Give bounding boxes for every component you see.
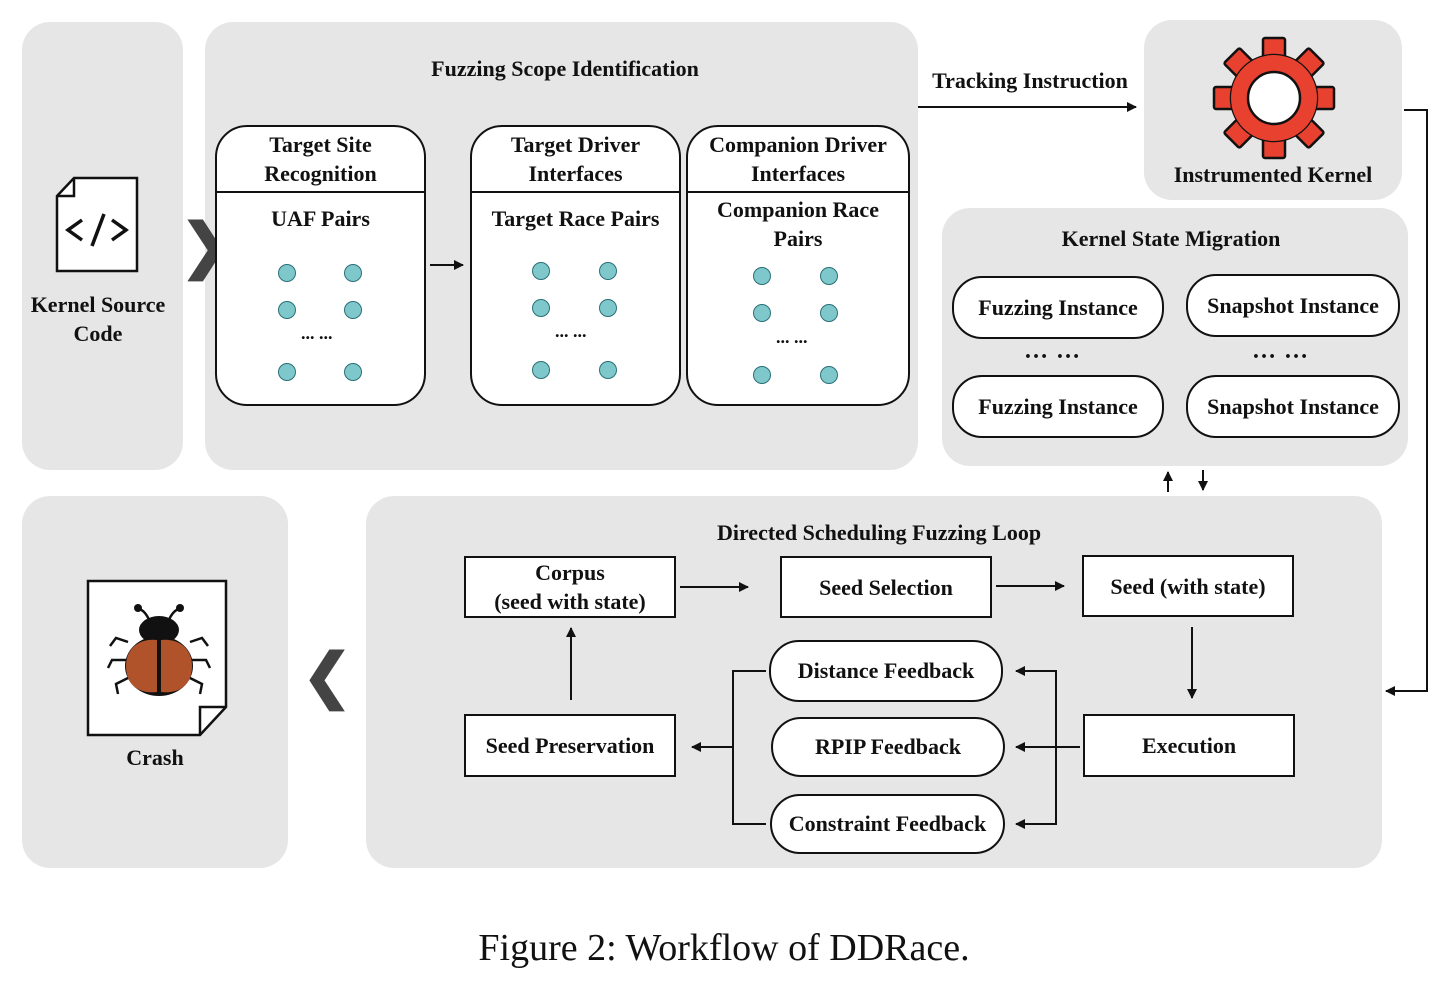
pair-dot (820, 304, 838, 322)
corpus-box: Corpus (seed with state) (464, 556, 676, 618)
target-driver-card: Target Driver Interfaces Target Race Pai… (470, 125, 681, 406)
pairs-ellipsis: ... ... (301, 323, 333, 343)
chevron-left-icon: ❮ (302, 643, 353, 709)
uaf-pairs-label: UAF Pairs (271, 206, 370, 231)
pair-dot (753, 267, 771, 285)
bug-icon (106, 604, 212, 696)
fuzzing-loop-title: Directed Scheduling Fuzzing Loop (716, 520, 1042, 545)
instances-ellipsis: … … (1252, 338, 1309, 364)
fuzzing-instance-pill: Fuzzing Instance (952, 276, 1164, 339)
rpip-feedback-pill: RPIP Feedback (771, 717, 1005, 777)
corpus-line1: Corpus (535, 560, 605, 585)
instrumented-kernel-label: Instrumented Kernel (1173, 162, 1373, 187)
kernel-source-line2: Code (73, 321, 123, 346)
pair-dot (599, 299, 617, 317)
companion-race-pairs-label: Companion Race Pairs (688, 195, 908, 253)
tracking-instruction-label: Tracking Instruction (932, 68, 1128, 93)
pairs-ellipsis: ... ... (776, 327, 808, 347)
companion-driver-head-line2: Interfaces (750, 161, 846, 186)
pairs-ellipsis: ... ... (555, 321, 587, 341)
distance-feedback-pill: Distance Feedback (769, 640, 1003, 702)
code-file-icon (55, 176, 139, 273)
kernel-source-line1: Kernel Source (30, 292, 166, 317)
kernel-source-label: Kernel Source Code (22, 290, 174, 348)
corpus-line2: (seed with state) (494, 589, 646, 614)
pair-dot (344, 301, 362, 319)
target-site-head: Target Site Recognition (217, 127, 424, 193)
kernel-state-migration-title: Kernel State Migration (1061, 226, 1281, 251)
crash-label: Crash (126, 745, 184, 770)
target-site-head-line2: Recognition (264, 161, 377, 186)
companion-driver-head-line1: Companion Driver (709, 132, 887, 157)
companion-driver-card: Companion Driver Interfaces Companion Ra… (686, 125, 910, 406)
pair-dot (532, 299, 550, 317)
pair-dot (344, 363, 362, 381)
fuzzing-instance-pill: Fuzzing Instance (952, 375, 1164, 438)
pair-dot (599, 361, 617, 379)
gear-icon (1212, 36, 1336, 160)
seed-preservation-box: Seed Preservation (464, 714, 676, 777)
execution-box: Execution (1083, 714, 1295, 777)
snapshot-instance-pill: Snapshot Instance (1186, 274, 1400, 337)
companion-race-line1: Companion Race (717, 197, 879, 222)
target-driver-head: Target Driver Interfaces (472, 127, 679, 193)
target-site-head-line1: Target Site (269, 132, 372, 157)
pair-dot (820, 366, 838, 384)
pair-dot (532, 361, 550, 379)
seed-selection-box: Seed Selection (780, 556, 992, 618)
pair-dot (278, 264, 296, 282)
pair-dot (753, 366, 771, 384)
pair-dot (599, 262, 617, 280)
seed-with-state-box: Seed (with state) (1082, 555, 1294, 617)
pair-dot (344, 264, 362, 282)
instances-ellipsis: … … (1024, 338, 1081, 364)
target-race-pairs-label: Target Race Pairs (491, 206, 660, 231)
target-driver-head-line2: Interfaces (528, 161, 623, 186)
pair-dot (278, 363, 296, 381)
constraint-feedback-pill: Constraint Feedback (770, 794, 1005, 854)
target-site-card: Target Site Recognition UAF Pairs ... ..… (215, 125, 426, 406)
snapshot-instance-pill: Snapshot Instance (1186, 375, 1400, 438)
pair-dot (532, 262, 550, 280)
target-driver-head-line1: Target Driver (510, 132, 641, 157)
fuzzing-scope-title: Fuzzing Scope Identification (431, 56, 699, 81)
pair-dot (753, 304, 771, 322)
companion-driver-head: Companion Driver Interfaces (688, 127, 908, 193)
pair-dot (820, 267, 838, 285)
companion-race-line2: Pairs (773, 226, 823, 251)
pair-dot (278, 301, 296, 319)
figure-caption: Figure 2: Workflow of DDRace. (478, 927, 970, 969)
